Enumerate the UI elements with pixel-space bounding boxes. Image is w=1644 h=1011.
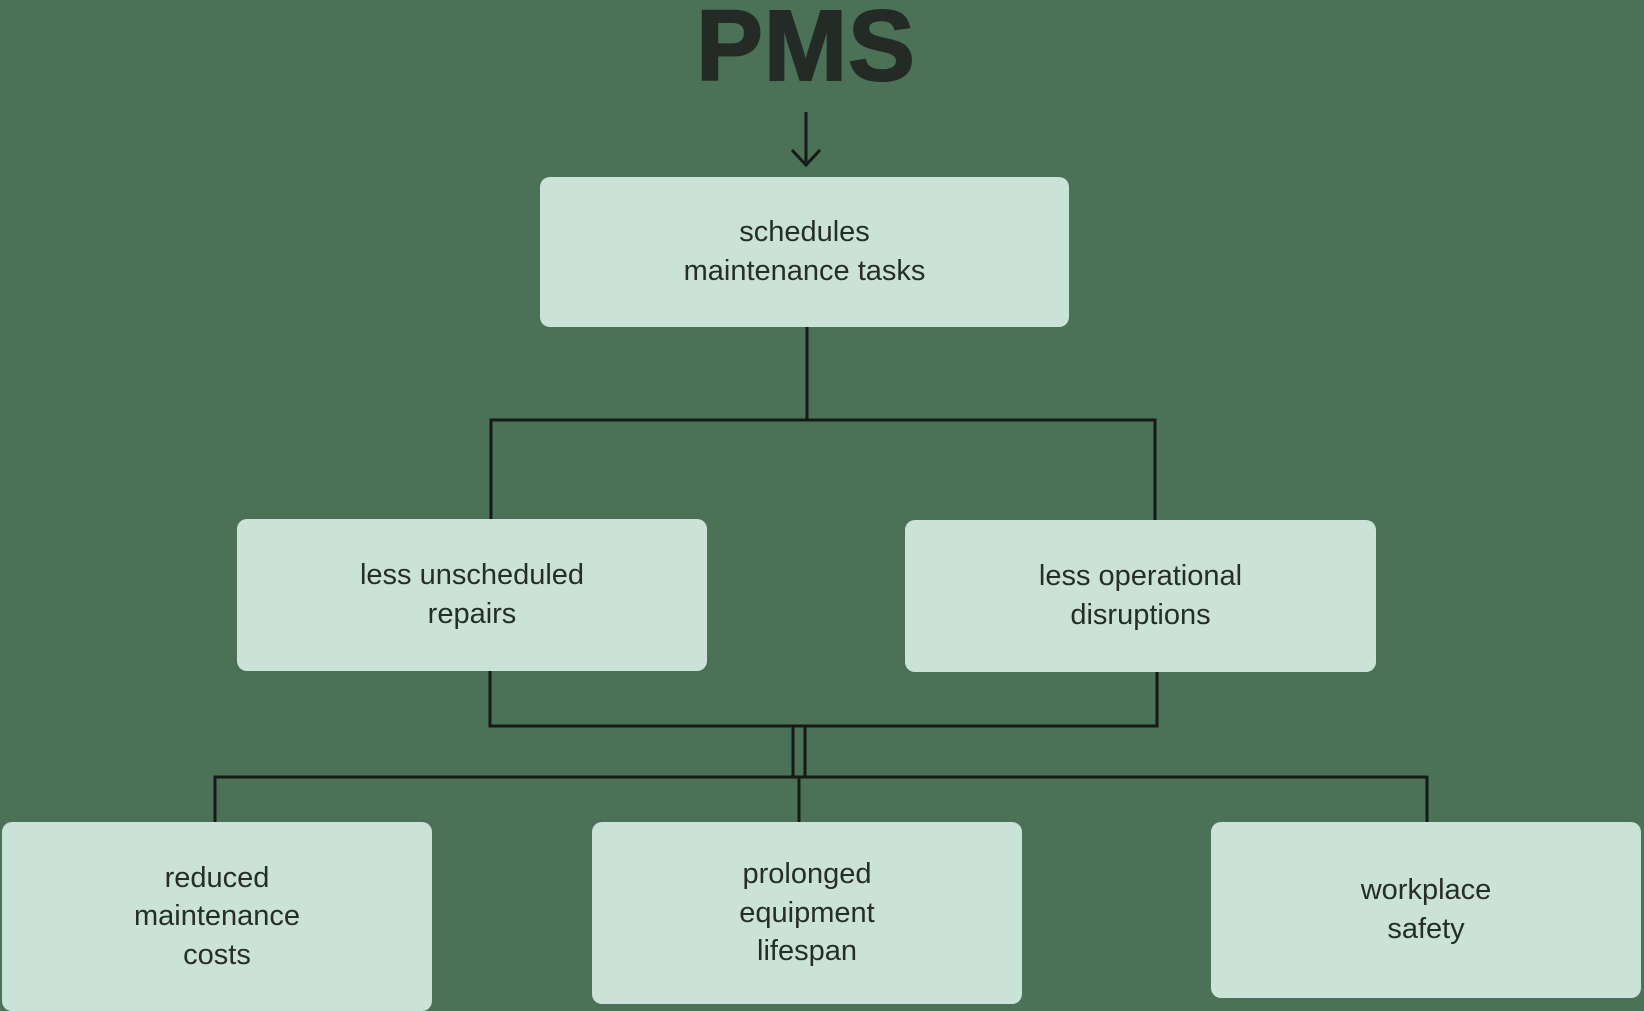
node-schedules-maintenance-tasks-label: schedules maintenance tasks	[683, 216, 926, 287]
arrow-down-icon	[790, 148, 822, 168]
node-workplace-safety: workplace safety	[1211, 822, 1641, 998]
node-less-unscheduled-repairs-label: less unscheduled repairs	[359, 559, 585, 630]
node-reduced-maintenance-costs: reduced maintenance costs	[2, 822, 432, 1011]
connector-bottom-rail	[213, 775, 1429, 822]
node-schedules-maintenance-tasks: schedules maintenance tasks	[540, 177, 1069, 327]
node-prolonged-equipment-lifespan-label: prolonged equipment lifespan	[739, 858, 875, 968]
connector-root-to-mid-children	[489, 418, 1157, 520]
node-prolonged-equipment-lifespan: prolonged equipment lifespan	[592, 822, 1022, 1004]
node-less-unscheduled-repairs: less unscheduled repairs	[237, 519, 707, 671]
node-less-operational-disruptions: less operational disruptions	[905, 520, 1376, 672]
diagram-title: PMS	[695, 0, 916, 102]
node-reduced-maintenance-costs-label: reduced maintenance costs	[133, 861, 301, 971]
node-workplace-safety-label: workplace safety	[1360, 874, 1492, 945]
connector-mid-children-to-junction	[488, 671, 1159, 728]
node-less-operational-disruptions-label: less operational disruptions	[1038, 560, 1243, 631]
